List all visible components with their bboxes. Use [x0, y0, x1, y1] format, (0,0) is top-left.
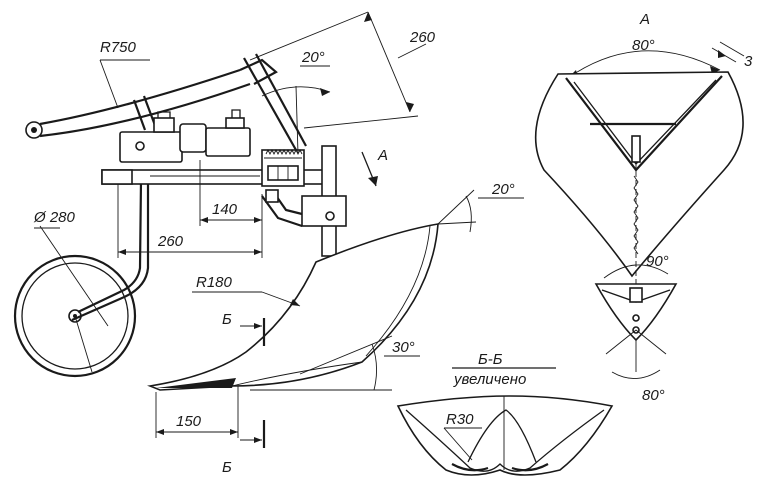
r750-label: R750	[100, 39, 137, 56]
r180-dimension: R180	[192, 274, 301, 307]
section-bb: Б-Б увеличено R30	[396, 351, 614, 476]
section-subtitle: увеличено	[453, 371, 526, 388]
section-cut-marks: Б Б	[222, 311, 266, 476]
support-wheel	[13, 254, 137, 378]
dim3-label: 3	[744, 53, 753, 70]
dia280-dimension: Ø 280	[33, 209, 109, 327]
angle20-right: 20°	[437, 181, 524, 233]
view-a-title: А	[639, 11, 650, 28]
dim140-label: 140	[212, 201, 238, 218]
beam	[25, 58, 278, 139]
shank-post	[261, 145, 347, 257]
upper-clamps	[119, 109, 251, 163]
dim150-label: 150	[176, 413, 202, 430]
angle90-label: 90°	[646, 253, 669, 270]
dim150: 150	[155, 386, 239, 438]
angle80-bottom-label: 80°	[642, 387, 665, 404]
section-title: Б-Б	[478, 351, 503, 368]
plough-side-view: R750 Ø 280 260 20°	[13, 11, 524, 476]
angle80-top-label: 80°	[632, 37, 655, 54]
section-b-bottom-label: Б	[222, 459, 232, 476]
view-a-arrow-label: А	[377, 147, 388, 164]
dia280-label: Ø 280	[33, 209, 76, 226]
view-a-arrow: А	[361, 147, 388, 187]
section-b-top-label: Б	[222, 311, 232, 328]
dim260-bottom: 260	[117, 184, 263, 258]
dim260-top-label: 260	[409, 29, 436, 46]
view-a: А 80° 3 90° 80°	[534, 11, 753, 404]
angle20-top: 20°	[261, 49, 331, 155]
dim260-bottom-label: 260	[157, 233, 184, 250]
dim260-top: 260	[249, 11, 436, 129]
angle20-right-label: 20°	[491, 181, 515, 198]
mouldboard	[147, 223, 439, 391]
adjustment-sector	[261, 148, 305, 187]
r30-label: R30	[446, 411, 474, 428]
angle30-label: 30°	[392, 339, 415, 356]
wheel-arm	[71, 179, 150, 373]
r180-label: R180	[196, 274, 233, 291]
dim140: 140	[199, 160, 263, 226]
angle30: 30°	[250, 335, 420, 391]
angle20-top-label: 20°	[301, 49, 325, 66]
